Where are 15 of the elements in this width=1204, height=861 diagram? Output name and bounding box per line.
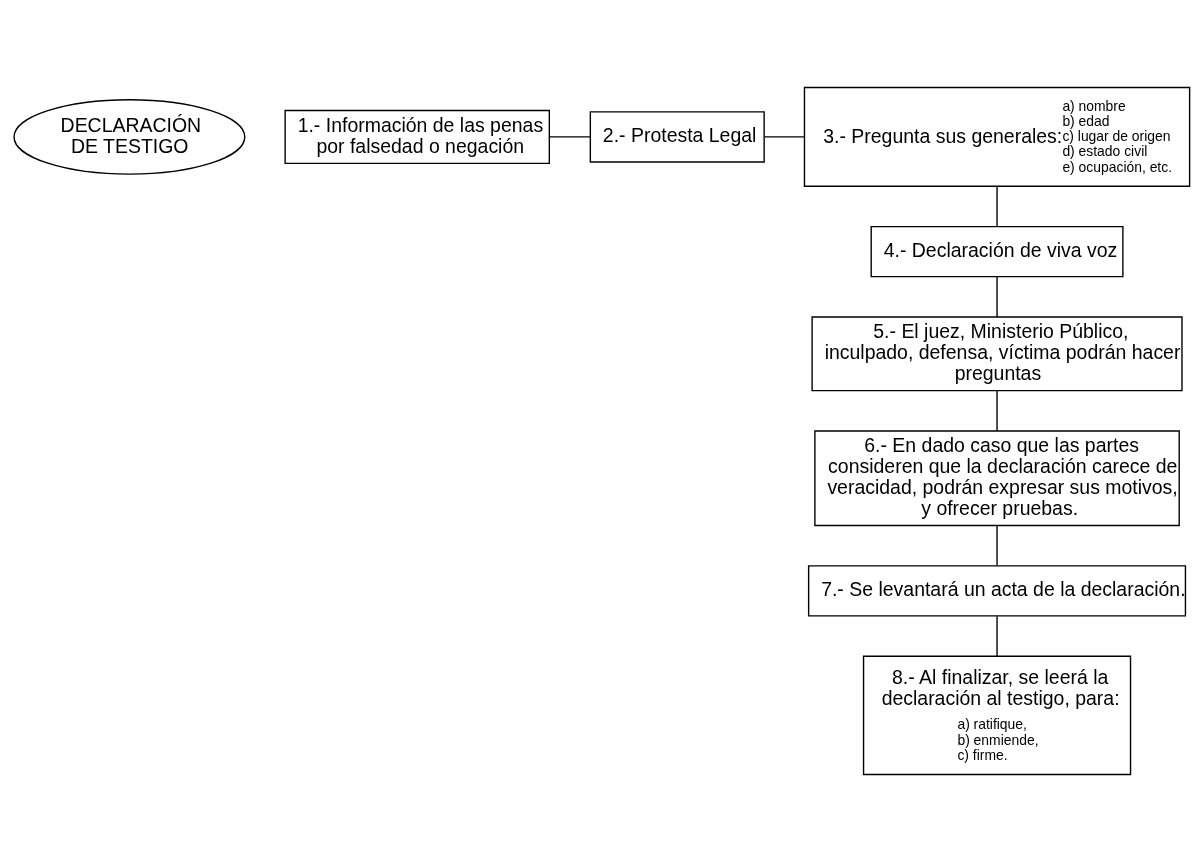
node-box: 7.- Se levantará un acta de la declaración. (807, 564, 1187, 617)
node-box: 8.- Al finalizar, se leerá la declaración al testigo, para: a) ratifique, b) enmiende, c) firme. (862, 655, 1132, 775)
connector (764, 135, 805, 138)
connector (549, 135, 591, 138)
node-box: 6.- En dado caso que las partes consideren que la declaración carece de veracidad, podrán expresar sus motivos, y ofrecer pruebas. (814, 429, 1180, 526)
node-box: 4.- Declaración de viva voz (870, 225, 1124, 277)
connector (996, 615, 998, 657)
node-box: 2.- Protesta Legal (589, 110, 765, 163)
connector (996, 185, 998, 227)
connector (996, 275, 998, 318)
node-box: 1.- Información de las penas por falsedad o negación (284, 109, 550, 164)
connector (996, 524, 998, 566)
connector (996, 389, 998, 432)
node-ellipse: DECLARACIÓN DE TESTIGO (13, 98, 246, 175)
node-box: 5.- El juez, Ministerio Público, inculpado, defensa, víctima podrán hacer preguntas (811, 315, 1183, 391)
